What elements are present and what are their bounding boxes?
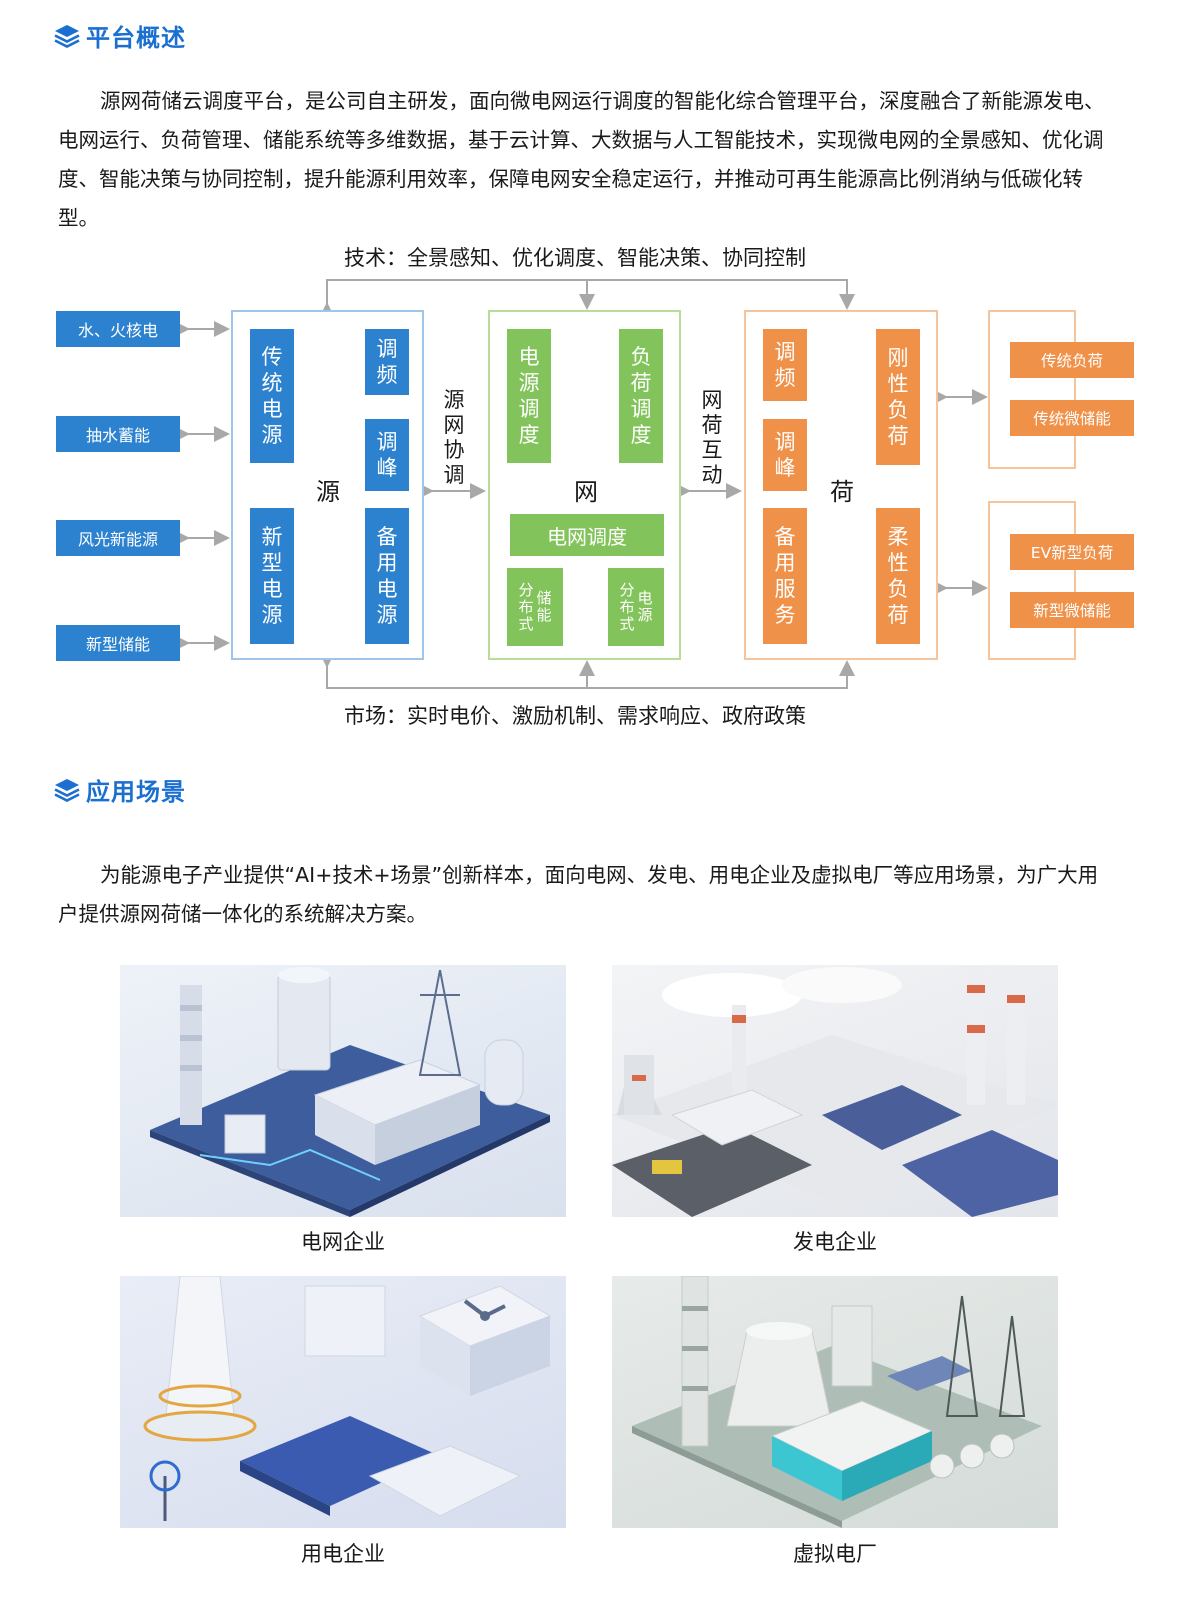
scenarios-paragraph: 为能源电子产业提供“AI+技术+场景”创新样本，面向电网、发电、用电企业及虚拟电…: [58, 863, 1099, 926]
backup-power-box: 备用电源: [365, 508, 409, 644]
flexible-load-box: 柔性负荷: [876, 508, 920, 644]
grid-panel: 电源调度 负荷调度 网 电网调度 分布式储能 分布式电源: [488, 310, 681, 660]
source-wind-solar: 风光新能源: [56, 520, 180, 556]
grid-load-interaction-label: 网荷互动: [701, 388, 723, 487]
source-panel: 传统电源 调频 调峰 新型电源 备用电源 源: [231, 310, 424, 660]
traditional-load-group: [988, 310, 1076, 469]
source-panel-title: 源: [316, 478, 340, 506]
grid-panel-title: 网: [574, 478, 598, 506]
scenario-caption: 用电企业: [301, 1542, 385, 1566]
market-label: 市场：实时电价、激励机制、需求响应、政府政策: [344, 704, 806, 728]
diagram-connectors: [174, 279, 988, 689]
grid-enterprise-illustration: [120, 965, 566, 1217]
source-pumped-storage: 抽水蓄能: [56, 416, 180, 452]
load-frequency-regulation-box: 调频: [763, 329, 807, 401]
frequency-regulation-box: 调频: [365, 329, 409, 395]
distributed-power-box: 分布式电源: [608, 568, 664, 646]
overview-paragraph: 源网荷储云调度平台，是公司自主研发，面向微电网运行调度的智能化综合管理平台，深度…: [58, 89, 1105, 230]
grid-dispatch-box: 电网调度: [510, 514, 664, 556]
power-generation-illustration: [612, 965, 1058, 1217]
backup-service-box: 备用服务: [763, 508, 807, 644]
scenario-caption: 发电企业: [793, 1230, 877, 1254]
load-panel-title: 荷: [830, 478, 854, 506]
section-header-scenarios: 应用场景: [54, 772, 186, 807]
load-dispatch-box: 负荷调度: [619, 329, 663, 463]
section-title: 应用场景: [86, 778, 186, 806]
scenario-caption: 电网企业: [301, 1230, 385, 1254]
scenario-caption: 虚拟电厂: [793, 1542, 877, 1566]
traditional-micro-storage-box: 传统微储能: [1010, 400, 1134, 436]
source-hydro-thermal-nuclear: 水、火核电: [56, 311, 180, 347]
power-consumption-illustration: [120, 1276, 566, 1528]
traditional-load-box: 传统负荷: [1010, 342, 1134, 378]
section-header-overview: 平台概述: [54, 18, 186, 53]
architecture-diagram: 技术：全景感知、优化调度、智能决策、协同控制 市场：实时电价、激励机制、需求响应…: [0, 238, 1188, 738]
peak-regulation-box: 调峰: [365, 419, 409, 491]
load-peak-regulation-box: 调峰: [763, 419, 807, 491]
layers-icon: [54, 778, 80, 802]
ev-new-load-box: EV新型负荷: [1010, 534, 1134, 570]
rigid-load-box: 刚性负荷: [876, 329, 920, 465]
virtual-power-plant-illustration: [612, 1276, 1058, 1528]
distributed-storage-box: 分布式储能: [507, 568, 563, 646]
section-title: 平台概述: [86, 24, 186, 52]
technology-label: 技术：全景感知、优化调度、智能决策、协同控制: [344, 246, 806, 270]
layers-icon: [54, 24, 80, 48]
power-dispatch-box: 电源调度: [507, 329, 551, 463]
new-power-box: 新型电源: [250, 508, 294, 644]
new-micro-storage-box: 新型微储能: [1010, 592, 1134, 628]
source-grid-coordination-label: 源网协调: [443, 388, 465, 487]
source-new-storage: 新型储能: [56, 625, 180, 661]
new-load-group: [988, 501, 1076, 660]
load-panel: 调频 调峰 备用服务 刚性负荷 柔性负荷 荷: [744, 310, 938, 660]
traditional-power-box: 传统电源: [250, 329, 294, 463]
